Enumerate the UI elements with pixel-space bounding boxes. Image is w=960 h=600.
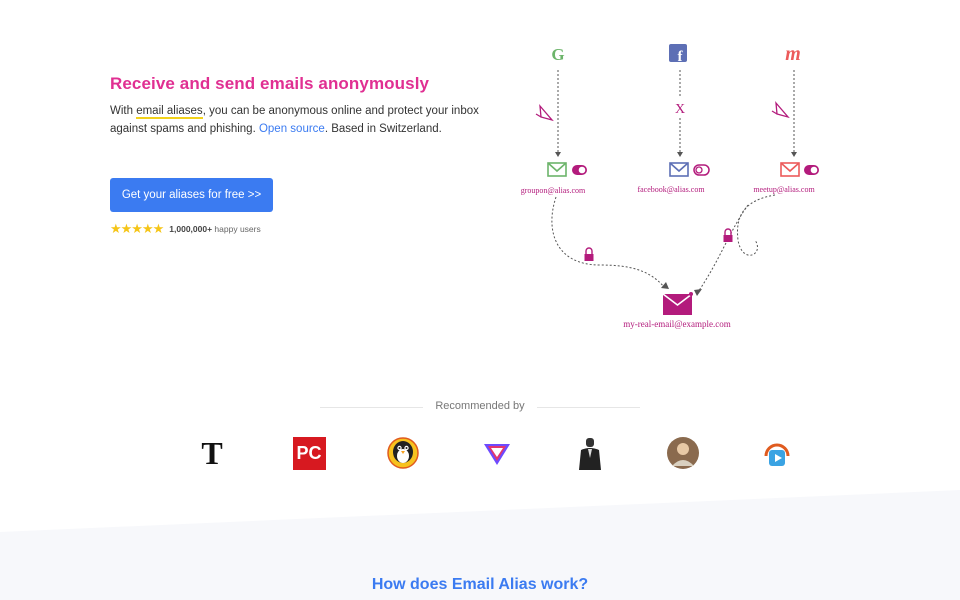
blocked-x-icon: X [675, 102, 685, 117]
penguin-logo[interactable] [386, 436, 420, 470]
svg-text:G: G [551, 45, 564, 64]
svg-text:m: m [785, 43, 801, 65]
desc-suffix: . Based in Switzerland. [324, 123, 442, 135]
open-source-link[interactable]: Open source [258, 123, 325, 135]
lock-icon [584, 247, 594, 261]
users-count: 1,000,000+ happy users [169, 224, 260, 234]
pcmag-logo[interactable]: PC [292, 436, 326, 470]
hero-description: With email aliases, you can be anonymous… [110, 102, 480, 138]
svg-text:my-real-email@example.com: my-real-email@example.com [623, 319, 731, 329]
svg-text:facebook@alias.com: facebook@alias.com [637, 185, 705, 194]
send-plane-icon [771, 101, 790, 119]
desc-prefix: With [110, 105, 137, 117]
envelope-icon [547, 162, 567, 177]
stars-icon: ★★★★★ [110, 221, 164, 236]
users-count-label: happy users [212, 224, 261, 234]
proton-logo[interactable] [480, 436, 514, 470]
privacy-tool-logo[interactable] [760, 436, 794, 470]
alias-meetup: meetup@alias.com [753, 162, 819, 194]
real-inbox: my-real-email@example.com [623, 292, 731, 329]
nytimes-logo[interactable]: T [201, 434, 223, 471]
lock-icon [723, 228, 733, 242]
google-icon: G [551, 45, 564, 64]
alias-diagram: G f m X groupon@alias.co [521, 43, 819, 329]
toggle-off-icon [693, 164, 710, 176]
alias-groupon: groupon@alias.com [521, 162, 587, 195]
photo-avatar-logo[interactable] [666, 436, 700, 470]
send-plane-icon [535, 104, 554, 122]
svg-text:groupon@alias.com: groupon@alias.com [521, 186, 586, 195]
rating: ★★★★★ 1,000,000+ happy users [110, 221, 261, 237]
get-aliases-button[interactable]: Get your aliases for free >> [110, 178, 273, 212]
envelope-icon [669, 162, 689, 177]
divider-right [537, 407, 640, 408]
facebook-icon: f [669, 44, 687, 65]
suit-person-logo[interactable] [573, 436, 607, 470]
hero-title: Receive and send emails anonymously [110, 74, 430, 93]
envelope-icon [780, 162, 800, 177]
recommended-label: Recommended by [435, 400, 525, 412]
email-aliases-link[interactable]: email aliases [136, 105, 203, 119]
flow-lines [551, 70, 795, 293]
divider-left [320, 407, 423, 408]
users-count-number: 1,000,000+ [169, 224, 213, 234]
how-it-works-title: How does Email Alias work? [371, 576, 589, 593]
alias-facebook: facebook@alias.com [637, 162, 710, 194]
meetup-icon: m [785, 43, 801, 65]
arrowheads [555, 152, 797, 296]
svg-text:f: f [678, 49, 684, 65]
svg-text:meetup@alias.com: meetup@alias.com [753, 185, 815, 194]
desc-middle: , you can be anonymous online and protec… [110, 105, 479, 135]
